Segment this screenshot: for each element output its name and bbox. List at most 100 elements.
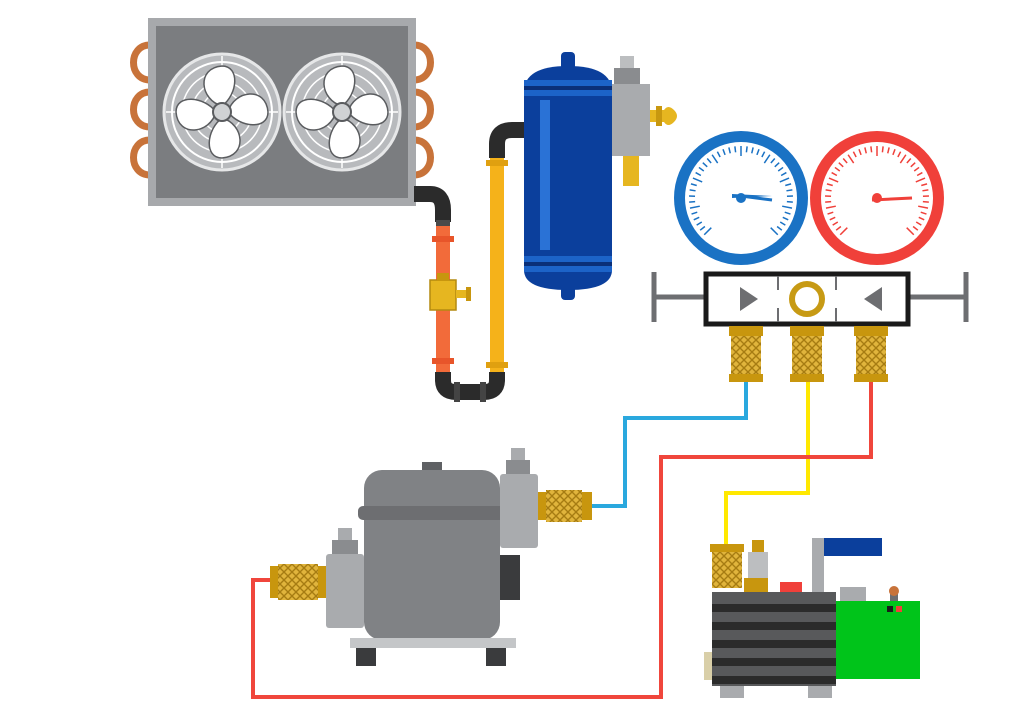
- gauge-tick: [835, 225, 842, 231]
- power-switch-icon: [896, 606, 902, 612]
- gauge-tick: [703, 227, 712, 236]
- gauge-tick: [918, 216, 925, 221]
- gauge-tick: [858, 148, 862, 156]
- gauge-tick: [716, 151, 721, 158]
- gauge-tick: [689, 189, 696, 192]
- gauge-tick: [920, 211, 927, 215]
- gauge-tick: [825, 205, 836, 209]
- gauge-tick: [912, 225, 919, 231]
- high-side-gauge: [810, 131, 944, 265]
- low-side-hose: [590, 380, 748, 508]
- gauge-tick: [897, 151, 902, 158]
- gauge-tick: [916, 171, 923, 177]
- gauge-tick: [745, 146, 748, 153]
- gauge-tick: [786, 189, 793, 192]
- gauge-tick: [722, 148, 726, 156]
- gauge-tick: [881, 146, 884, 153]
- condenser-unit: [130, 18, 434, 206]
- gauge-tick: [699, 225, 706, 231]
- arrow-right-icon: [740, 287, 758, 311]
- gauge-tick: [887, 147, 890, 154]
- gauge-tick: [825, 189, 832, 192]
- arrow-left-icon: [864, 287, 882, 311]
- gauge-tick: [691, 211, 698, 215]
- gauge-tick: [734, 146, 737, 153]
- gauge-tick: [782, 216, 789, 221]
- gauge-tick: [763, 154, 771, 164]
- gauge-tick: [922, 189, 929, 192]
- gauge-tick: [751, 147, 754, 154]
- gauge-tick: [711, 154, 719, 164]
- fan-left-icon: [162, 52, 282, 172]
- pump-handle: [824, 538, 882, 556]
- gauge-tick: [834, 166, 841, 172]
- gauge-tick: [779, 221, 786, 226]
- gauge-tick: [777, 166, 784, 172]
- gauge-tick: [847, 154, 855, 164]
- gauge-tick: [915, 177, 926, 183]
- inline-valve-icon: [429, 273, 471, 311]
- gauge-tick: [774, 162, 780, 168]
- compressor-suction-valve: [270, 528, 364, 628]
- copper-coil-left: [130, 41, 151, 179]
- gauge-tick: [906, 157, 912, 164]
- gauge-tick: [756, 148, 760, 156]
- gauge-tick: [831, 171, 838, 177]
- gauge-tick: [780, 171, 787, 177]
- manifold-fittings: [729, 326, 888, 382]
- gauge-tick: [864, 147, 867, 154]
- sight-glass-icon: [789, 281, 825, 317]
- yellow-pipe: [490, 158, 504, 372]
- charge-hose: [724, 380, 810, 545]
- gauge-tick: [692, 177, 703, 183]
- gauge-tick: [698, 166, 705, 172]
- gauge-tick: [839, 227, 848, 236]
- gauge-tick: [826, 183, 833, 187]
- gauge-tick: [779, 177, 790, 183]
- gauge-tick: [921, 183, 928, 187]
- gauge-tick: [892, 148, 896, 156]
- fan-right-icon: [282, 52, 402, 172]
- gauge-tick: [693, 216, 700, 221]
- gauge-tick: [910, 162, 916, 168]
- hoses: [251, 380, 873, 699]
- gauge-tick: [690, 183, 697, 187]
- gauge-tick: [832, 221, 839, 226]
- receiver-valve-icon: [612, 56, 677, 186]
- gauge-tick: [852, 151, 857, 158]
- gauge-tick: [761, 151, 766, 158]
- gauge-tick: [918, 205, 929, 209]
- gauge-tick: [770, 157, 776, 164]
- gauge-tick: [829, 216, 836, 221]
- gauge-tick: [728, 147, 731, 154]
- liquid-line: [414, 122, 524, 402]
- gauge-tick: [776, 225, 783, 231]
- gauge-tick: [695, 171, 702, 177]
- compressor-discharge-valve: [500, 448, 592, 548]
- gauge-tick: [689, 205, 700, 209]
- gauge-tick: [702, 162, 708, 168]
- vacuum-pump: [704, 538, 920, 698]
- gauge-tick: [706, 157, 712, 164]
- indicator-light-icon: [887, 606, 893, 612]
- gauge-tick: [906, 227, 915, 236]
- gauge-tick: [838, 162, 844, 168]
- gauge-tick: [915, 221, 922, 226]
- high-side-hose: [251, 380, 873, 699]
- gauge-tick: [782, 205, 793, 209]
- gauge-tick: [770, 227, 779, 236]
- gauge-tick: [842, 157, 848, 164]
- gauge-tick: [784, 211, 791, 215]
- gauge-tick: [913, 166, 920, 172]
- gauge-tick: [696, 221, 703, 226]
- compressor: [270, 448, 592, 666]
- receiver-tank: [524, 52, 677, 300]
- compressor-body: [364, 470, 500, 640]
- gauge-tick: [899, 154, 907, 164]
- low-side-gauge: [674, 131, 808, 265]
- copper-coil-right: [413, 41, 434, 179]
- gauge-tick: [828, 177, 839, 183]
- manifold-gauge-set: [651, 131, 969, 382]
